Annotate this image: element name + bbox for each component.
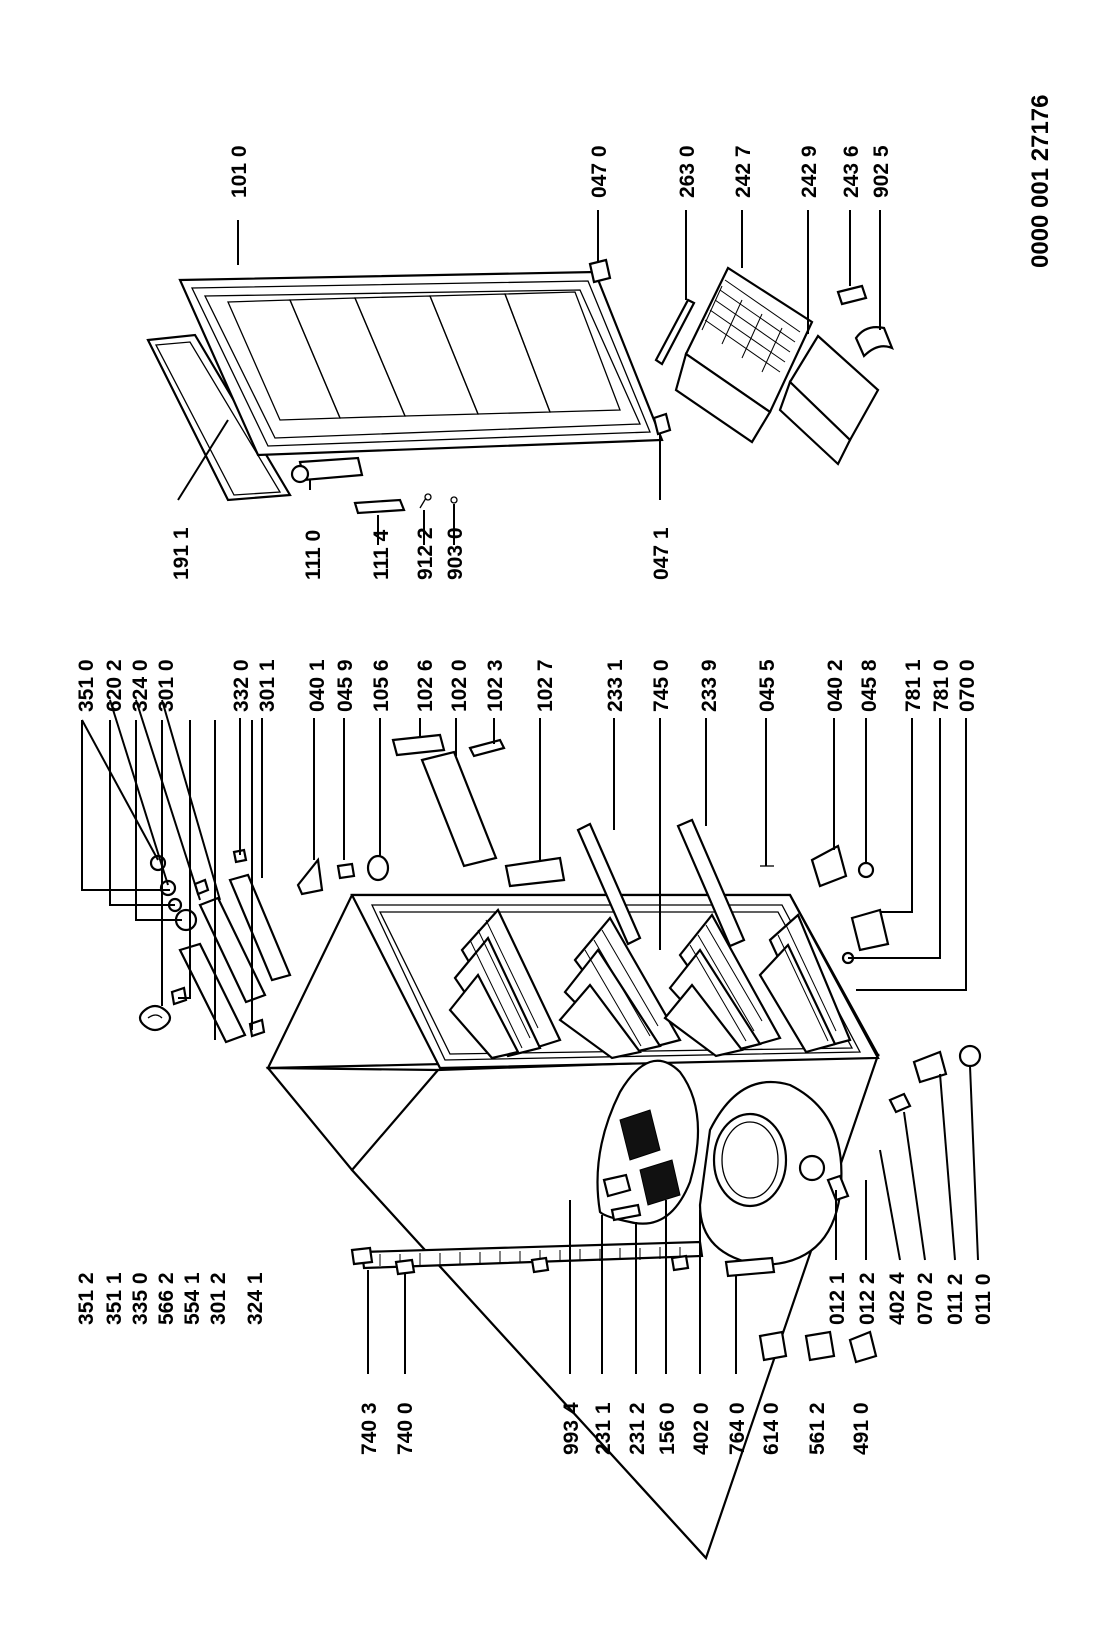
label-764-0: 764 0 bbox=[726, 1402, 749, 1455]
label-242-7: 242 7 bbox=[732, 145, 755, 198]
label-102-0: 102 0 bbox=[448, 659, 471, 712]
label-070-0: 070 0 bbox=[956, 659, 979, 712]
compressor-area bbox=[698, 1080, 850, 1267]
label-105-6: 105 6 bbox=[370, 659, 393, 712]
label-301-0: 301 0 bbox=[155, 659, 178, 712]
label-491-0: 491 0 bbox=[850, 1402, 873, 1455]
label-070-2: 070 2 bbox=[914, 1272, 937, 1325]
label-047-0: 047 0 bbox=[588, 145, 611, 198]
label-781-1: 781 1 bbox=[902, 659, 925, 712]
label-561-2: 561 2 bbox=[806, 1402, 829, 1455]
label-335-0: 335 0 bbox=[129, 1272, 152, 1325]
label-111-0: 111 0 bbox=[302, 530, 325, 580]
label-012-2: 012 2 bbox=[856, 1272, 879, 1325]
part-labels-door-top: 101 0 047 0 263 0 242 7 242 9 243 6 902 … bbox=[228, 145, 893, 198]
label-324-0: 324 0 bbox=[129, 659, 152, 712]
label-301-2: 301 2 bbox=[207, 1272, 230, 1325]
label-233-9: 233 9 bbox=[698, 659, 721, 712]
label-301-1: 301 1 bbox=[256, 659, 279, 712]
label-242-9: 242 9 bbox=[798, 145, 821, 198]
label-040-2: 040 2 bbox=[824, 659, 847, 712]
label-101-0: 101 0 bbox=[228, 145, 251, 198]
label-045-8: 045 8 bbox=[858, 659, 881, 712]
label-102-3: 102 3 bbox=[484, 659, 507, 712]
label-047-1: 047 1 bbox=[650, 527, 673, 580]
label-993-4: 993 4 bbox=[560, 1402, 583, 1455]
label-156-0: 156 0 bbox=[656, 1402, 679, 1455]
control-panel bbox=[596, 1059, 700, 1225]
label-102-6: 102 6 bbox=[414, 659, 437, 712]
label-614-0: 614 0 bbox=[760, 1402, 783, 1455]
label-402-0: 402 0 bbox=[690, 1402, 713, 1455]
part-labels-bottom-right: 012 1 012 2 402 4 070 2 011 2 011 0 bbox=[826, 1272, 995, 1325]
label-040-1: 040 1 bbox=[306, 659, 329, 712]
label-324-1: 324 1 bbox=[244, 1272, 267, 1325]
label-566-2: 566 2 bbox=[155, 1272, 178, 1325]
label-351-0: 351 0 bbox=[75, 659, 98, 712]
label-903-0: 903 0 bbox=[444, 527, 467, 580]
label-243-6: 243 6 bbox=[840, 145, 863, 198]
label-263-0: 263 0 bbox=[676, 145, 699, 198]
label-745-0: 745 0 bbox=[650, 659, 673, 712]
label-620-2: 620 2 bbox=[103, 659, 126, 712]
label-351-2: 351 2 bbox=[75, 1272, 98, 1325]
label-554-1: 554 1 bbox=[181, 1272, 204, 1325]
door-assembly bbox=[146, 258, 895, 515]
label-045-9: 045 9 bbox=[334, 659, 357, 712]
label-191-1: 191 1 bbox=[170, 527, 193, 580]
label-351-1: 351 1 bbox=[103, 1272, 126, 1325]
leader-lines bbox=[81, 210, 979, 1374]
label-332-0: 332 0 bbox=[230, 659, 253, 712]
label-740-3: 740 3 bbox=[358, 1402, 381, 1455]
label-012-1: 012 1 bbox=[826, 1272, 849, 1325]
label-912-2: 912 2 bbox=[414, 527, 437, 580]
part-labels-bottom: 740 3 740 0 993 4 231 1 231 2 156 0 402 … bbox=[358, 1402, 873, 1455]
part-labels-door-group: 191 1 111 0 111 4 912 2 903 0 047 1 bbox=[170, 527, 673, 580]
label-781-0: 781 0 bbox=[930, 659, 953, 712]
label-111-4: 111 4 bbox=[370, 529, 393, 580]
label-011-0: 011 0 bbox=[972, 1274, 995, 1325]
part-labels-top: 351 0 620 2 324 0 301 0 332 0 301 1 040 … bbox=[75, 659, 979, 712]
label-011-2: 011 2 bbox=[944, 1274, 967, 1325]
label-740-0: 740 0 bbox=[394, 1402, 417, 1455]
label-402-4: 402 4 bbox=[886, 1272, 909, 1325]
document-number: 0000 001 27176 bbox=[1027, 94, 1054, 268]
label-233-1: 233 1 bbox=[604, 659, 627, 712]
label-231-2: 231 2 bbox=[626, 1402, 649, 1455]
small-parts bbox=[138, 733, 982, 1364]
part-labels-left: 351 2 351 1 335 0 566 2 554 1 301 2 324 … bbox=[75, 1272, 267, 1325]
label-102-7: 102 7 bbox=[534, 659, 557, 712]
label-902-5: 902 5 bbox=[870, 145, 893, 198]
label-045-5: 045 5 bbox=[756, 659, 779, 712]
label-231-1: 231 1 bbox=[592, 1402, 615, 1455]
interior-shelves bbox=[448, 908, 852, 1060]
